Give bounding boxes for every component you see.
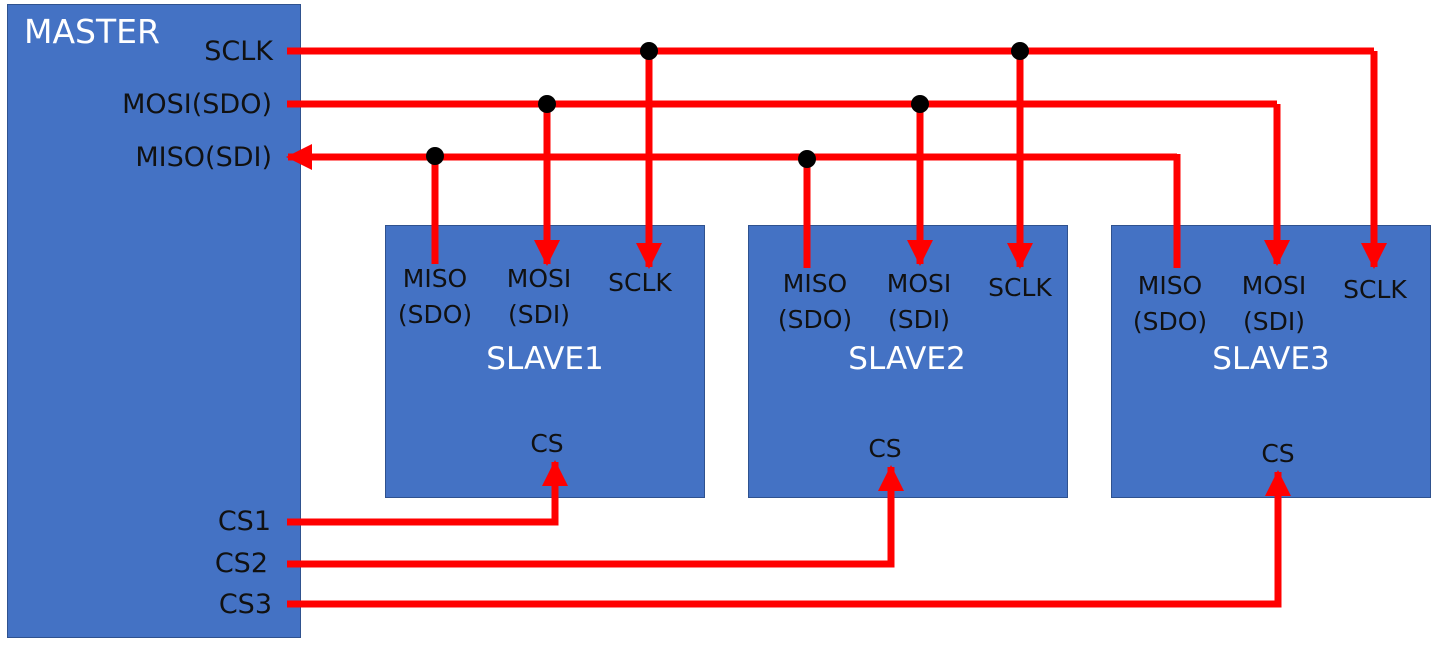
slave2-block [748, 225, 1068, 498]
slave3-block [1111, 225, 1431, 498]
slave3-pin-mosi: MOSI [1241, 271, 1307, 300]
master-block [7, 4, 301, 638]
slave1-pin-cs: CS [530, 429, 564, 458]
slave1-pin-sclk: SCLK [608, 268, 672, 297]
master-pin-sclk: SCLK [204, 36, 273, 67]
slave2-pin-miso: MISO [782, 269, 848, 298]
master-pin-miso: MISO(SDI) [135, 142, 272, 173]
slave3-name: SLAVE3 [1212, 341, 1330, 377]
cs3-wire [287, 470, 1291, 608]
sclk-junction-dot [1011, 42, 1029, 60]
master-pin-mosi: MOSI(SDO) [122, 89, 272, 120]
cs1-wire [287, 460, 568, 526]
slave3-pin-miso-alt: (SDO) [1132, 307, 1208, 336]
slave3-pin-cs: CS [1261, 439, 1295, 468]
master-pin-cs3: CS3 [218, 589, 272, 620]
slave1-block [385, 225, 705, 498]
slave3-pin-mosi-alt: (SDI) [1243, 307, 1305, 336]
slave1-pin-mosi: MOSI [506, 264, 572, 293]
slave1-pin-miso-alt: (SDO) [397, 300, 473, 329]
slave2-pin-miso-alt: (SDO) [777, 305, 853, 334]
slave3-pin-miso: MISO [1137, 271, 1203, 300]
slave1-pin-mosi-alt: (SDI) [508, 300, 570, 329]
slave1-name: SLAVE1 [486, 341, 604, 377]
master-pin-cs1: CS1 [217, 506, 271, 537]
slave2-pin-cs: CS [868, 434, 902, 463]
miso-junction-dot [798, 150, 816, 168]
sclk-junction-dot [640, 42, 658, 60]
slave2-name: SLAVE2 [848, 341, 966, 377]
slave2-pin-mosi: MOSI [886, 269, 952, 298]
miso-junction-dot [426, 147, 444, 165]
slave3-pin-sclk: SCLK [1343, 275, 1407, 304]
master-pin-cs2: CS2 [214, 548, 268, 579]
cs2-wire [287, 465, 904, 568]
mosi-junction-dot [538, 95, 556, 113]
master-title: MASTER [24, 12, 160, 51]
slave2-pin-mosi-alt: (SDI) [888, 305, 950, 334]
slave1-pin-miso: MISO [402, 264, 468, 293]
slave2-pin-sclk: SCLK [988, 273, 1052, 302]
mosi-junction-dot [911, 95, 929, 113]
